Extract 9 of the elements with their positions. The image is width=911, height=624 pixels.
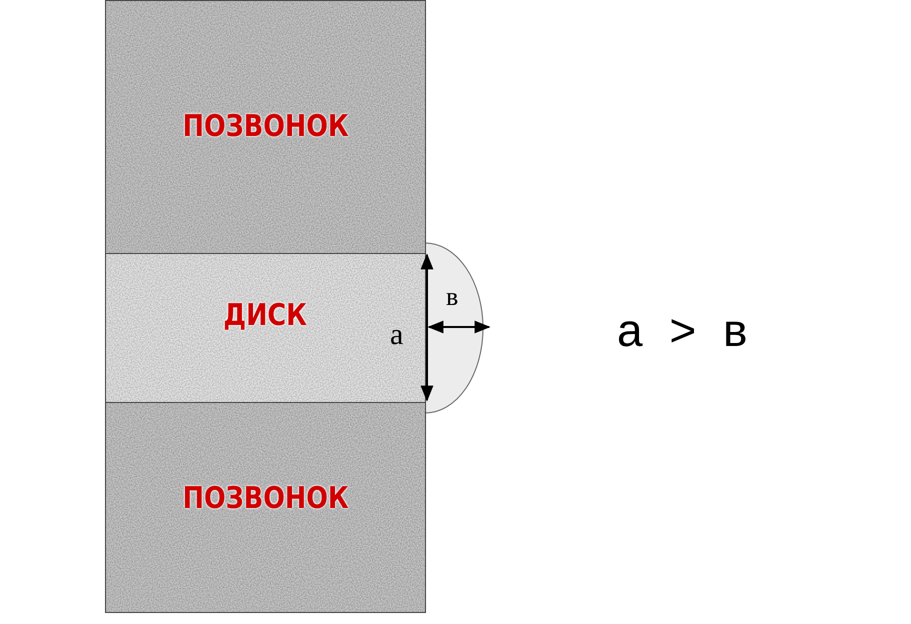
part-label: ПОЗВОНОК bbox=[182, 481, 349, 516]
dimension-label: в bbox=[446, 282, 458, 312]
disc-block bbox=[105, 253, 426, 403]
part-label: ПОЗВОНОК bbox=[182, 109, 349, 144]
inequality-text: а > в bbox=[617, 303, 748, 357]
part-label: ДИСК bbox=[224, 298, 308, 333]
vertebra-block bbox=[105, 0, 426, 254]
dimension-label: а bbox=[390, 318, 404, 352]
vertebra-block bbox=[105, 402, 426, 613]
